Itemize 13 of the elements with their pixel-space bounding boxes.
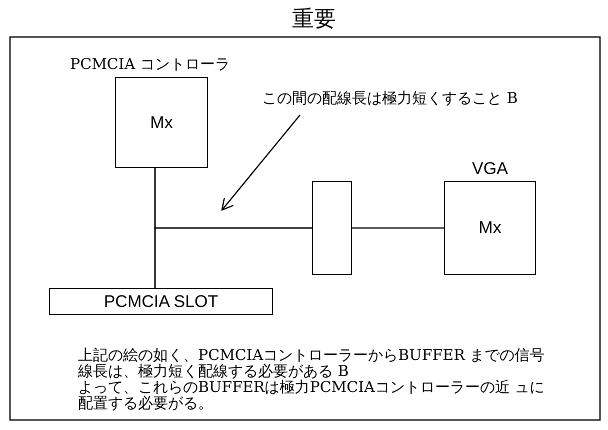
note-text: よって、これらのBUFFERは極力PCMCIAコントローラーの近 ュに配置する必要がる。 — [78, 379, 546, 411]
callout-text: この間の配線長は極力短くすること B — [262, 87, 518, 109]
note-text: 上記の絵の如く、PCMCIAコントローラーからBUFFER までの信号線長は、極力短く配線する必要がある B — [78, 347, 546, 379]
buffer-box — [312, 181, 352, 275]
chip-label: VGA — [471, 159, 509, 179]
wire — [154, 227, 312, 288]
chip-label: PCMCIA コントローラ — [70, 55, 230, 74]
title: 重要 — [291, 7, 337, 33]
wire — [352, 227, 444, 229]
chip-box: Mx — [444, 181, 536, 275]
slot-box: PCMCIA SLOT — [49, 288, 273, 315]
leader-arrow — [221, 114, 300, 211]
chip-box: Mx — [115, 77, 208, 168]
